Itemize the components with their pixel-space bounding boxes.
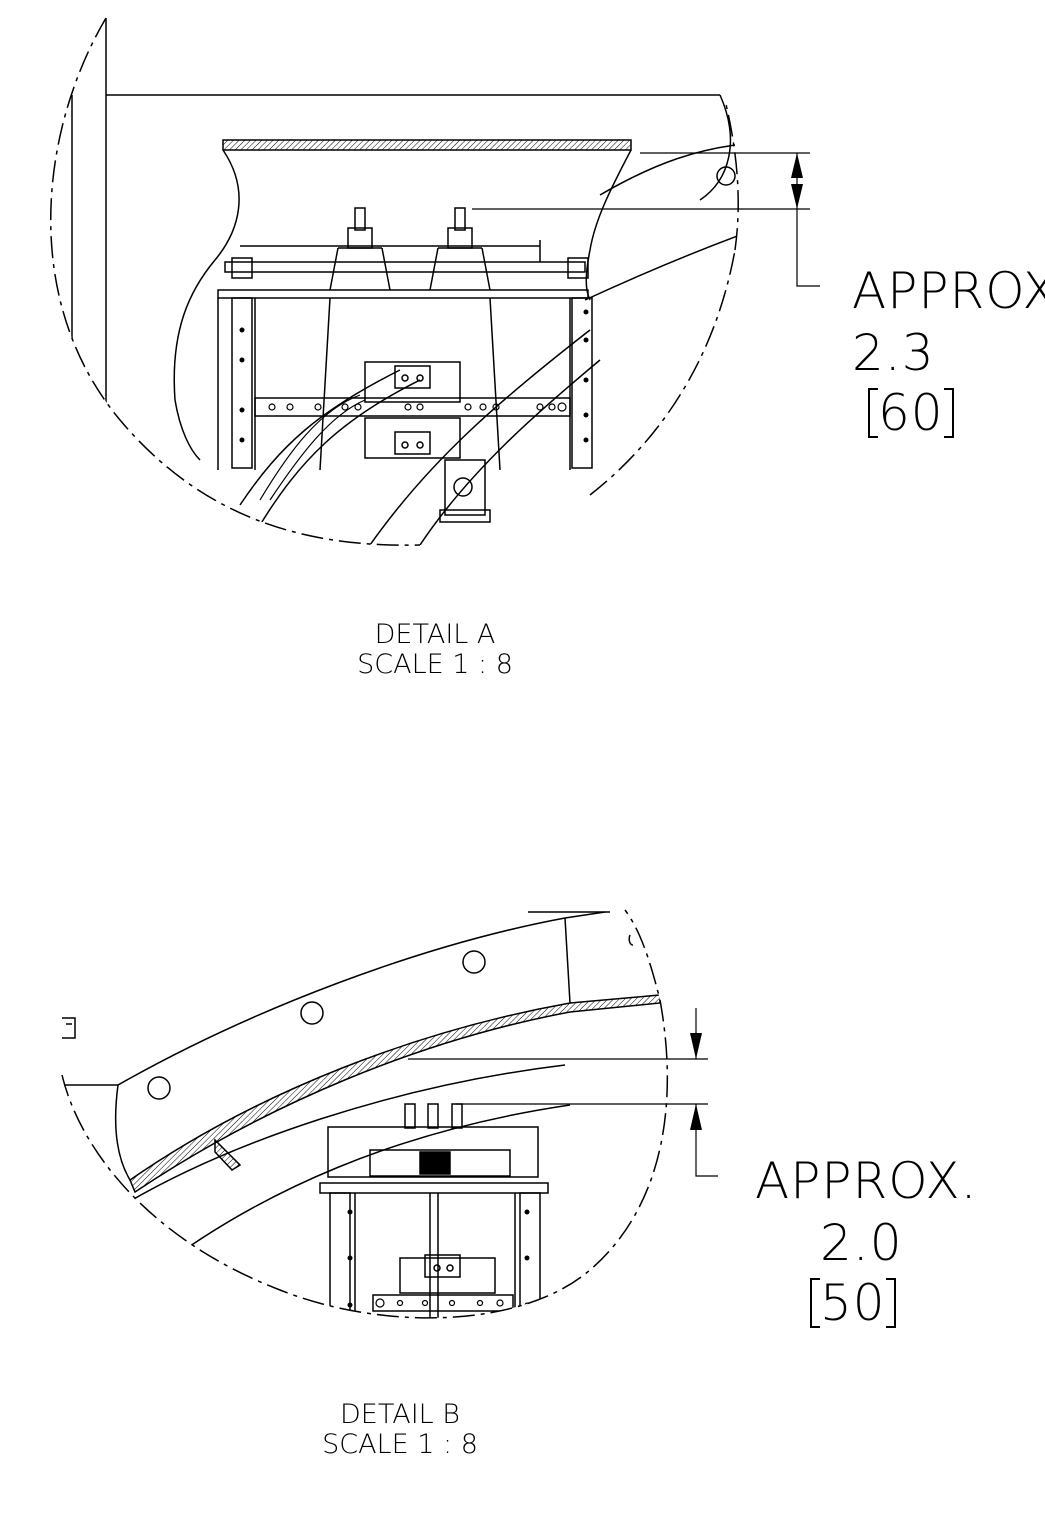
detail-a-leader: [796, 209, 820, 287]
detail-b-leader: [695, 1104, 718, 1177]
detail-b-view: [61, 909, 718, 1319]
detail-a-caption: DETAIL A SCALE 1 : 8: [320, 619, 550, 681]
detail-b-approx-label: APPROX.: [755, 1152, 978, 1210]
detail-a-scale: SCALE 1 : 8: [357, 649, 513, 681]
detail-a-boundary: [50, 17, 421, 546]
detail-b-dimension-metric: 50: [810, 1278, 896, 1328]
detail-a-dimension-inch: 2.3: [852, 324, 935, 382]
detail-a-title: DETAIL A: [374, 619, 496, 650]
detail-a-approx-label: APPROX: [852, 262, 1045, 320]
detail-b-caption: DETAIL B SCALE 1 : 8: [285, 1399, 515, 1461]
detail-a-dimension-metric: 60: [868, 388, 954, 438]
detail-b-dimension-inch: 2.0: [820, 1214, 903, 1272]
detail-b-boundary: [61, 909, 669, 1319]
detail-a-view: [50, 17, 820, 546]
detail-b-scale: SCALE 1 : 8: [322, 1429, 478, 1461]
detail-b-title: DETAIL B: [340, 1399, 460, 1430]
